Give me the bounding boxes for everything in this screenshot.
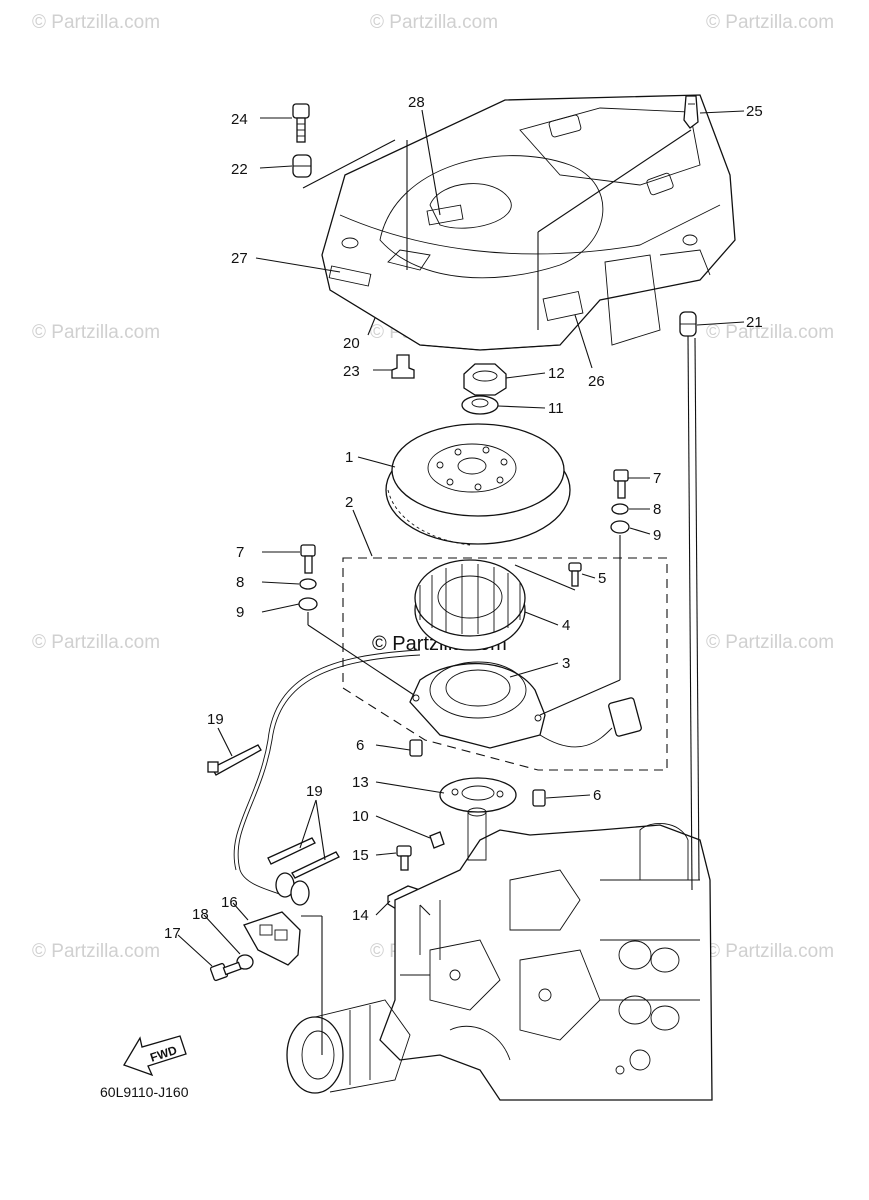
callout-27: 27 <box>231 250 248 267</box>
callout-8-right: 8 <box>653 501 661 518</box>
screw-5 <box>568 562 582 587</box>
dowel-6-right <box>532 789 546 807</box>
callout-15: 15 <box>352 847 369 864</box>
callout-9-right: 9 <box>653 527 661 544</box>
stator-assembly-outline <box>342 557 668 771</box>
watermark-top-left: © Partzilla.com <box>32 12 160 33</box>
bolt-7-right <box>613 469 629 499</box>
guide-line-9-right-b <box>539 679 621 716</box>
callout-12: 12 <box>548 365 565 382</box>
starter-motor <box>286 999 411 1094</box>
callout-numbers: 28 24 22 25 27 20 21 23 26 12 11 1 2 7 8… <box>164 94 763 942</box>
callout-23: 23 <box>343 363 360 380</box>
bolt-24 <box>292 103 310 143</box>
guide-line-14 <box>419 904 431 916</box>
callout-16: 16 <box>221 894 238 911</box>
callout-19-lower: 19 <box>306 783 323 800</box>
watermark-top-center: © Partzilla.com <box>370 12 498 33</box>
stator-coil <box>414 559 526 651</box>
plate-13 <box>439 777 517 813</box>
callout-25: 25 <box>746 103 763 120</box>
watermark-lower-right: © Partzilla.com <box>706 941 834 962</box>
guide-line-5 <box>514 564 576 591</box>
callout-5: 5 <box>598 570 606 587</box>
bolt-7-left <box>300 544 316 574</box>
callout-11: 11 <box>548 400 564 417</box>
callout-19-upper: 19 <box>207 711 224 728</box>
flywheel-cover <box>321 94 736 351</box>
watermark-upper-right: © Partzilla.com <box>706 322 834 343</box>
callout-1: 1 <box>345 449 353 466</box>
nut-12 <box>463 363 507 396</box>
callout-26: 26 <box>588 373 605 390</box>
wire-harness-2 <box>233 649 421 871</box>
washer-8-left <box>299 578 317 590</box>
callout-22: 22 <box>231 161 248 178</box>
callout-13: 13 <box>352 774 369 791</box>
holder-16 <box>243 872 310 966</box>
watermark-lower-left: © Partzilla.com <box>32 941 160 962</box>
fwd-arrow-icon: FWD <box>123 1035 187 1077</box>
guide-line-21-b <box>694 337 700 881</box>
watermark-upper-left: © Partzilla.com <box>32 322 160 343</box>
callout-6-right: 6 <box>593 787 601 804</box>
guide-line-9-left-b <box>307 624 415 696</box>
woodruff-key-10 <box>429 831 445 849</box>
callout-7-right: 7 <box>653 470 661 487</box>
clip-25 <box>683 95 699 129</box>
callout-17: 17 <box>164 925 181 942</box>
collar-23 <box>391 354 415 379</box>
grommet-21 <box>679 311 697 337</box>
diagram-code: 60L9110-J160 <box>100 1084 189 1100</box>
callout-2: 2 <box>345 494 353 511</box>
grommet-22 <box>292 154 312 178</box>
callout-3: 3 <box>562 655 570 672</box>
washer-9-left <box>298 597 318 611</box>
callout-28: 28 <box>408 94 425 111</box>
bolt-17 <box>209 961 242 982</box>
washer-18 <box>236 954 254 970</box>
watermark-mid-left: © Partzilla.com <box>32 632 160 653</box>
callout-4: 4 <box>562 617 570 634</box>
callout-21: 21 <box>746 314 763 331</box>
guide-line-22 <box>302 139 396 189</box>
callout-leaders <box>177 109 745 967</box>
callout-8-left: 8 <box>236 574 244 591</box>
callout-18: 18 <box>192 906 209 923</box>
watermark-mid-right: © Partzilla.com <box>706 632 834 653</box>
washer-9-right <box>610 520 630 534</box>
bolt-15 <box>396 845 412 871</box>
cable-tie-19-upper <box>211 744 262 776</box>
callout-6-left: 6 <box>356 737 364 754</box>
charge-coil-base <box>409 661 642 749</box>
cable-tie-19-b <box>291 851 340 879</box>
powerhead-block <box>379 807 713 1101</box>
cable-tie-head-19-upper <box>207 761 219 773</box>
callout-20: 20 <box>343 335 360 352</box>
watermark-top-right: © Partzilla.com <box>706 12 834 33</box>
guide-line-25-a <box>537 129 692 233</box>
guide-line-21 <box>687 335 693 891</box>
washer-11 <box>461 395 499 415</box>
callout-7-left: 7 <box>236 544 244 561</box>
callout-24: 24 <box>231 111 248 128</box>
callout-9-left: 9 <box>236 604 244 621</box>
cable-tie-19-a <box>267 837 316 865</box>
washer-8-right <box>611 503 629 515</box>
flywheel <box>385 423 571 546</box>
wire-harness <box>237 654 421 896</box>
callout-14: 14 <box>352 907 369 924</box>
callout-10: 10 <box>352 808 369 825</box>
dowel-6-left <box>409 739 423 757</box>
